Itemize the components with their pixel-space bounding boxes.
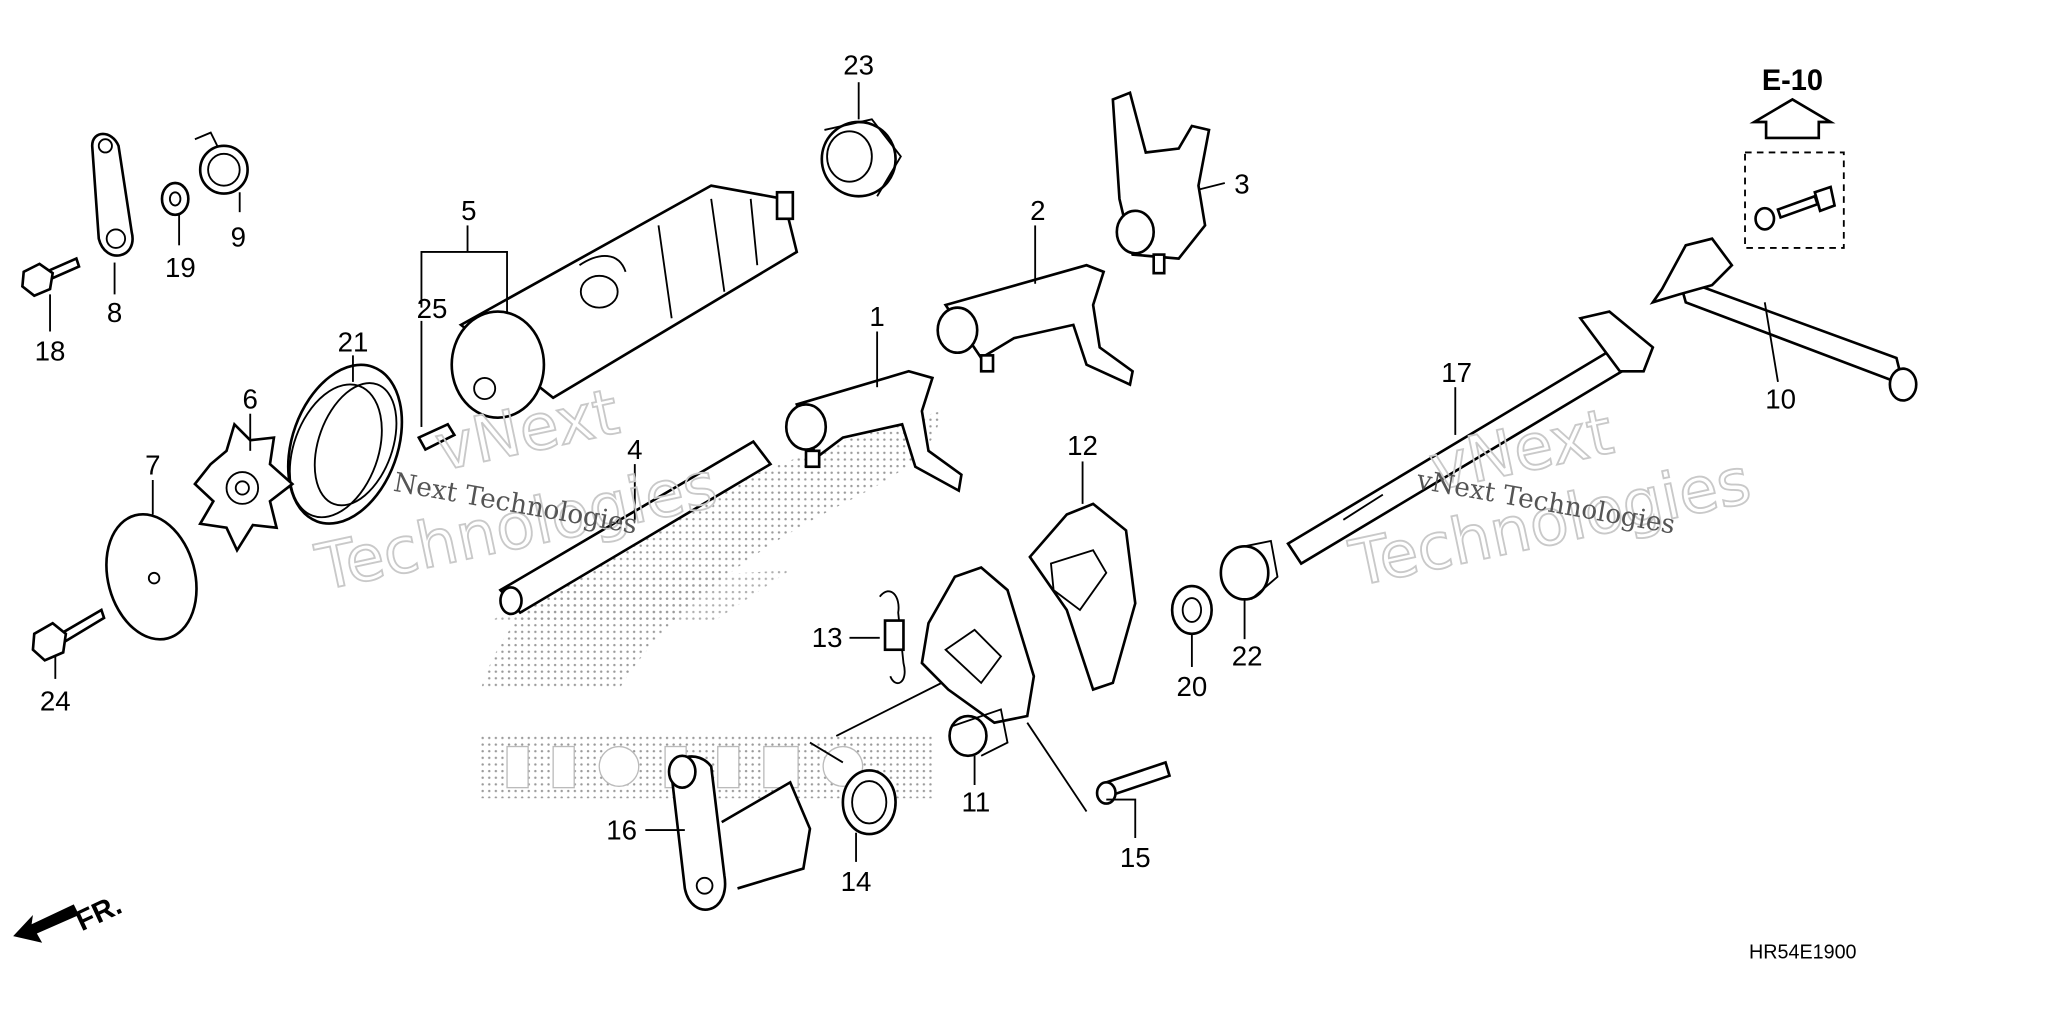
callout-3: 3 [1234, 169, 1249, 200]
callout-2: 2 [1030, 195, 1045, 226]
callout-20: 20 [1177, 671, 1208, 702]
callout-24: 24 [40, 686, 71, 717]
callout-5: 5 [461, 195, 476, 226]
shift-plate-11-part [920, 566, 1036, 758]
oil-seal-21-part [286, 363, 404, 525]
callout-11: 11 [962, 786, 991, 817]
shaft-17-part [1286, 310, 1655, 566]
bolt-24-part [31, 607, 106, 662]
reference-label: E-10 [1762, 65, 1823, 97]
reference-box [1744, 151, 1845, 249]
callout-6: 6 [243, 383, 258, 414]
pin-bolt-15-part [1095, 760, 1172, 805]
front-direction-label: FR. [71, 889, 127, 938]
callout-23: 23 [843, 49, 874, 80]
bearing-22-part [1219, 539, 1279, 601]
plate-12-part [1028, 502, 1137, 692]
callout-19: 19 [165, 252, 196, 283]
stopper-arm-8-part [90, 132, 134, 257]
pin-25-part [416, 422, 457, 452]
leader-lines [49, 82, 1779, 862]
washer-19-part [160, 181, 190, 217]
fork-shaft-4-part [498, 439, 773, 616]
bearing-23-part [820, 118, 902, 198]
callout-10: 10 [1765, 383, 1796, 414]
spring-14-part [809, 741, 897, 836]
callout-21: 21 [338, 326, 369, 357]
shift-drum-part [450, 184, 799, 420]
callout-7: 7 [145, 450, 160, 481]
callout-13: 13 [812, 622, 843, 653]
shift-fork-2-part [936, 263, 1135, 387]
spring-9-part [194, 131, 249, 195]
shift-fork-3-part [1111, 91, 1211, 275]
callout-8: 8 [107, 297, 122, 328]
gearshift-spindle-10-part [1649, 237, 1918, 402]
diagram-code: HR54E1900 [1749, 942, 1857, 964]
spring-13-part [879, 590, 906, 685]
washer-20-part [1170, 584, 1213, 636]
callout-1: 1 [869, 301, 884, 332]
callout-18: 18 [35, 336, 66, 367]
callout-14: 14 [841, 866, 872, 897]
shift-fork-1-part [784, 369, 963, 493]
callout-15: 15 [1120, 842, 1151, 873]
bolt-18-part [21, 256, 81, 298]
callout-12: 12 [1067, 430, 1098, 461]
callout-25: 25 [417, 293, 448, 324]
callout-16: 16 [606, 814, 637, 845]
callout-22: 22 [1232, 641, 1263, 672]
front-direction-arrow-icon [13, 904, 80, 943]
plate-7-part [105, 512, 198, 641]
callout-4: 4 [627, 434, 642, 465]
shift-arm-16-part [667, 754, 812, 911]
reference-arrow-icon [1749, 97, 1836, 140]
star-cam-6-part [193, 421, 295, 554]
callout-17: 17 [1441, 357, 1472, 388]
callout-9: 9 [231, 222, 246, 253]
callout-labels: 1 2 3 4 5 6 7 8 9 10 11 12 13 14 15 16 1… [35, 49, 1796, 897]
